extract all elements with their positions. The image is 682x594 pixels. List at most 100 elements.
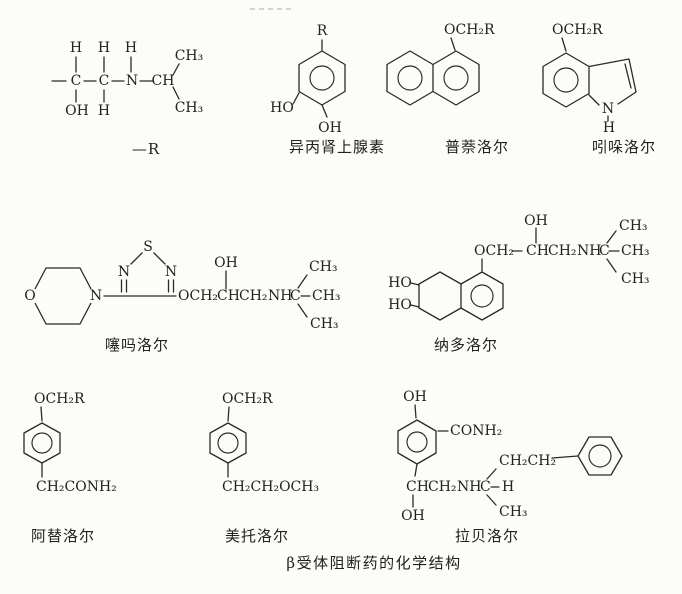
labetalol-bonds <box>412 404 579 508</box>
morpholine-ring <box>34 267 92 325</box>
n-atom-label: N <box>118 264 130 280</box>
oh-group-label: OH <box>401 508 425 524</box>
h-atom-label: H <box>98 40 110 56</box>
och2-group-label: OCH₂ <box>474 243 514 259</box>
n-atom-label: N <box>126 73 138 89</box>
tetrahydronaphthalene-rings <box>418 271 504 321</box>
aromatic-circle <box>309 65 335 91</box>
drug-name-label: 吲哚洛尔 <box>592 138 656 156</box>
och2r-group-label: OCH₂R <box>552 22 603 38</box>
c-atom-label: C <box>99 73 110 89</box>
ho-group-label: HO <box>270 100 294 116</box>
oh-group-label: OH <box>524 213 548 229</box>
nadolol-structure: HO HO OCH₂ CH CH₂ NH C OH CH₃ CH₃ CH₃ 纳多… <box>388 213 649 354</box>
atenolol-structure: OCH₂R CH₂CONH₂ 阿替洛尔 <box>23 391 117 545</box>
ch2ch2-group-label: CH₂CH₂ <box>499 453 556 469</box>
drug-name-label: 美托洛尔 <box>225 527 289 545</box>
ch3-group-label: CH₃ <box>310 316 339 332</box>
c-atom-label: C <box>599 243 610 259</box>
benzene-ring <box>298 50 346 106</box>
figure-caption: β受体阻断药的化学结构 <box>286 554 461 572</box>
c-atom-label: C <box>71 73 82 89</box>
labetalol-structure: OH CONH₂ CH CH₂ NH C H OH CH₂CH₂ CH₃ 拉贝洛… <box>397 389 623 545</box>
drug-name-label: 异丙肾上腺素 <box>289 138 385 156</box>
h-atom-label: H <box>125 40 137 56</box>
ch-group-label: CH <box>217 288 240 304</box>
aromatic-circle <box>553 67 579 93</box>
s-atom-label: S <box>143 239 153 255</box>
h-atom-label: H <box>98 103 110 119</box>
nadolol-bonds <box>410 227 620 308</box>
ho-group-label: HO <box>388 275 412 291</box>
pindolol-structure: OCH₂R N H 吲哚洛尔 <box>542 22 656 156</box>
aromatic-circle <box>406 431 428 453</box>
och2r-group-label: OCH₂R <box>444 22 495 38</box>
aromatic-circle <box>397 65 423 91</box>
och2-group-label: OCH₂ <box>178 288 218 304</box>
ch3-group-label: CH₃ <box>621 271 650 287</box>
drug-name-label: 普萘洛尔 <box>445 138 509 156</box>
isoproterenol-structure: R HO OH 异丙肾上腺素 <box>270 23 385 156</box>
metoprolol-structure: OCH₂R CH₂CH₂OCH₃ 美托洛尔 <box>209 391 319 545</box>
metoprolol-bonds <box>227 406 230 478</box>
drug-name-label: 纳多洛尔 <box>434 336 498 354</box>
ch2conh2-group-label: CH₂CONH₂ <box>36 479 117 495</box>
ch2-group-label: CH₂ <box>428 479 457 495</box>
h-atom-label: H <box>502 479 514 495</box>
ch3-group-label: CH₃ <box>175 48 204 64</box>
n-atom-label: N <box>90 288 102 304</box>
phenyl-ring <box>577 436 623 476</box>
pindolol-bonds <box>561 37 637 122</box>
indole-benzene-ring <box>542 52 590 108</box>
o-atom-label: O <box>24 288 35 304</box>
och2r-group-label: OCH₂R <box>34 391 85 407</box>
oh-group-label: OH <box>214 255 238 271</box>
atenolol-bonds <box>40 406 43 478</box>
nh-group-label: NH <box>577 243 601 259</box>
och2r-group-label: OCH₂R <box>222 391 273 407</box>
drug-name-label: 噻吗洛尔 <box>105 336 169 354</box>
ho-group-label: HO <box>388 297 412 313</box>
propranolol-bonds <box>450 37 456 51</box>
oh-group-label: OH <box>318 120 342 136</box>
oh-group-label: OH <box>65 103 89 119</box>
benzene-ring <box>397 419 437 465</box>
n-atom-label: N <box>165 264 177 280</box>
ch3-group-label: CH₃ <box>175 100 204 116</box>
aromatic-circle <box>588 444 612 468</box>
isoproterenol-bonds <box>292 39 328 118</box>
aromatic-circle <box>443 65 469 91</box>
timolol-structure: O N S N N OCH₂ CH CH₂ NH C OH CH₃ CH₃ CH… <box>24 239 340 354</box>
ch3-group-label: CH₃ <box>621 243 650 259</box>
ch2-group-label: CH₂ <box>239 288 268 304</box>
aromatic-circle <box>470 284 494 308</box>
ch-group-label: CH <box>152 73 175 89</box>
h-atom-label: H <box>603 120 615 136</box>
naphthalene-rings <box>386 50 480 106</box>
aromatic-circle <box>217 432 239 454</box>
ch3-group-label: CH₃ <box>619 218 648 234</box>
drug-name-label: 阿替洛尔 <box>31 527 95 545</box>
ch-group-label: CH <box>526 243 549 259</box>
aromatic-circle <box>31 432 53 454</box>
ch-group-label: CH <box>406 479 429 495</box>
side-chain-label: —R <box>132 140 160 158</box>
ch2ch2och3-group-label: CH₂CH₂OCH₃ <box>222 479 319 495</box>
propranolol-structure: OCH₂R 普萘洛尔 <box>386 22 509 156</box>
oh-group-label: OH <box>403 389 427 405</box>
timolol-bonds <box>103 252 311 318</box>
nh-group-label: NH <box>268 288 292 304</box>
benzene-ring <box>209 422 247 464</box>
benzene-ring <box>23 422 61 464</box>
nh-group-label: NH <box>457 479 481 495</box>
r-group-label: R <box>317 23 328 39</box>
c-atom-label: C <box>290 288 301 304</box>
c-atom-label: C <box>480 479 491 495</box>
side-chain-structure: H H H C C N CH OH H CH₃ CH₃ —R <box>51 40 204 158</box>
ch3-group-label: CH₃ <box>499 504 528 520</box>
ch3-group-label: CH₃ <box>312 288 341 304</box>
drug-name-label: 拉贝洛尔 <box>455 527 519 545</box>
conh2-group-label: CONH₂ <box>450 423 502 439</box>
